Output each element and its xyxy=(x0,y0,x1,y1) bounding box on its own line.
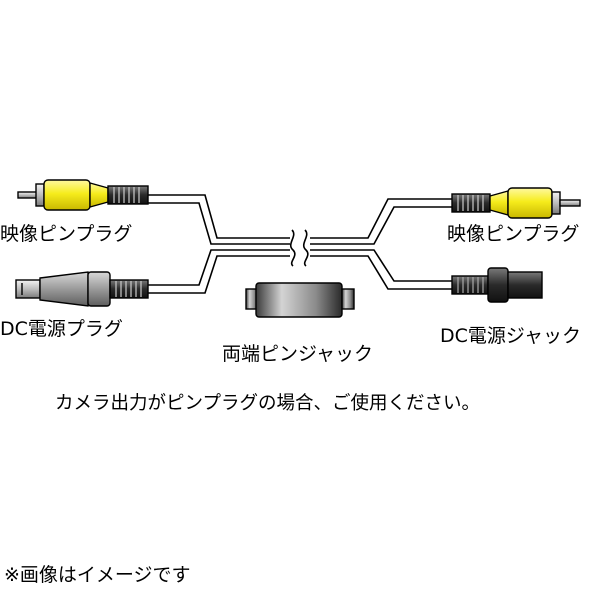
right-dc-power-jack xyxy=(451,267,543,303)
left-rca-pin-plug xyxy=(17,179,149,211)
label-right-dc-power-jack: DC電源ジャック xyxy=(440,325,581,347)
label-left-dc-power-plug: DC電源プラグ xyxy=(0,318,123,340)
left-dc-power-plug xyxy=(15,271,149,307)
cable-wires xyxy=(148,194,452,294)
cable-break-mark xyxy=(289,229,309,267)
usage-note: カメラ出力がピンプラグの場合、ご使用ください。 xyxy=(55,393,480,414)
label-left-video-pin-plug: 映像ピンプラグ xyxy=(0,223,133,245)
label-right-video-pin-plug: 映像ピンプラグ xyxy=(447,223,580,245)
double-ended-pin-jack xyxy=(245,282,355,318)
image-disclaimer: ※画像はイメージです xyxy=(4,564,191,586)
label-double-ended-pin-jack: 両端ピンジャック xyxy=(222,343,374,365)
right-rca-pin-plug xyxy=(451,187,581,219)
